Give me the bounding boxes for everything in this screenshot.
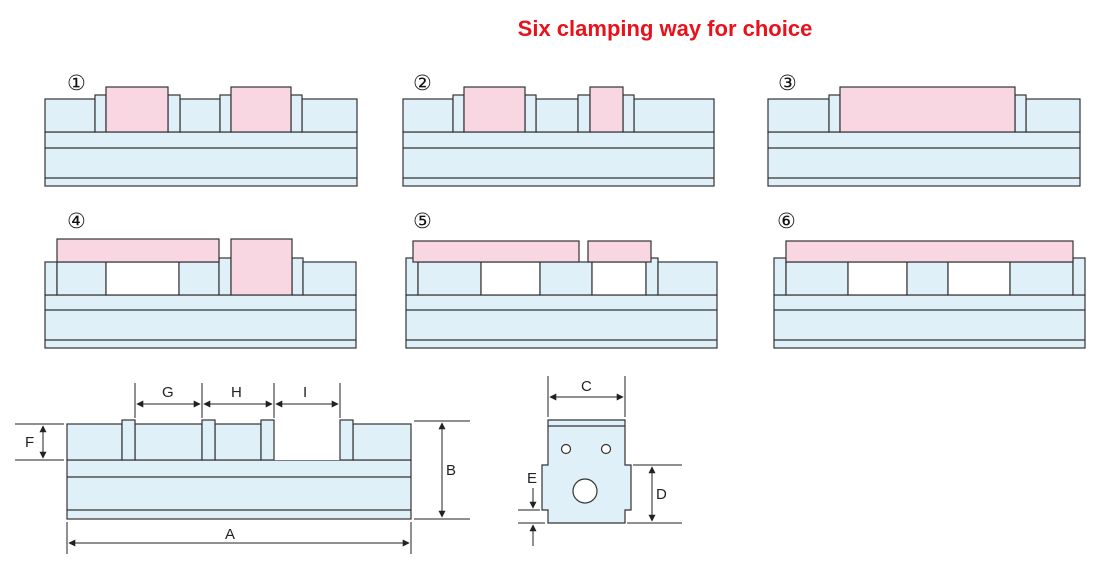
panel-4: [44, 238, 357, 349]
dim-label-e: E: [527, 470, 537, 487]
dim-label-a: A: [225, 526, 235, 543]
panel-1-number: ①: [67, 71, 86, 95]
panel-5: [405, 240, 718, 349]
dim-label-b: B: [446, 462, 456, 479]
panel-1: [44, 86, 358, 187]
dim-label-i: I: [303, 384, 307, 401]
dim-label-c: C: [581, 378, 592, 395]
dim-label-h: H: [231, 384, 242, 401]
panel-4-number: ④: [67, 209, 86, 233]
panel-3: [767, 86, 1081, 187]
dim-label-g: G: [162, 384, 174, 401]
side-view-dimensions: [15, 383, 470, 554]
dim-label-d: D: [656, 486, 667, 503]
panel-2: [402, 86, 715, 187]
panel-2-number: ②: [413, 71, 432, 95]
diagram-title: Six clamping way for choice: [517, 16, 813, 41]
panel-6-number: ⑥: [777, 209, 796, 233]
panel-6: [773, 240, 1086, 349]
end-view-drawing: [541, 419, 632, 524]
panel-3-number: ③: [778, 71, 797, 95]
dim-label-f: F: [25, 434, 34, 451]
end-view-dimensions: [518, 376, 682, 546]
side-view-drawing: [66, 419, 412, 520]
panel-5-number: ⑤: [413, 209, 432, 233]
